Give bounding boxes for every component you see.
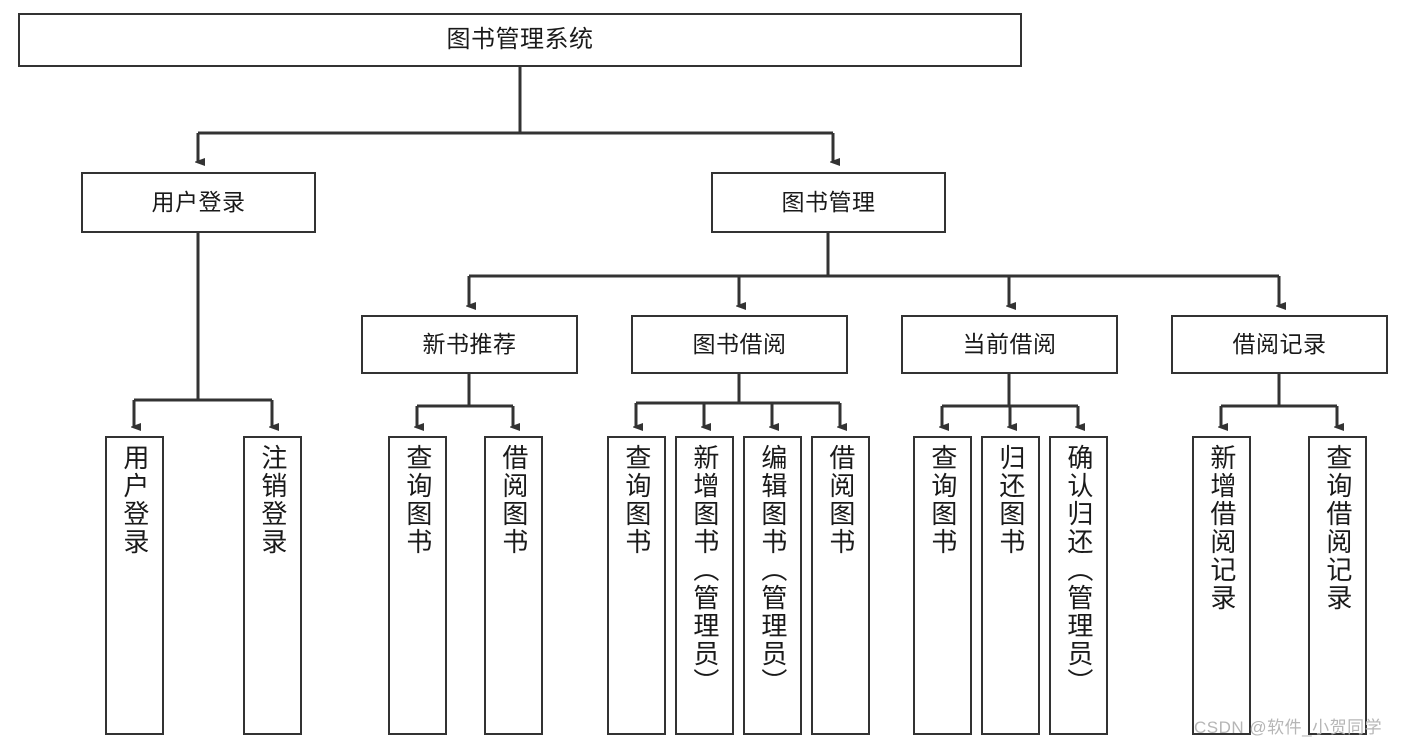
node-label: 借阅图书 [498, 444, 529, 556]
node-root-system[interactable]: 图书管理系统 [18, 13, 1022, 67]
node-label: 图书借阅 [692, 330, 787, 357]
node-label: 查询借阅记录 [1322, 444, 1353, 612]
leaf-user-login-signin[interactable]: 用户登录 [105, 436, 164, 735]
leaf-current-confirm-return-admin[interactable]: 确认归还（管理员） [1049, 436, 1108, 735]
node-label: 查询图书 [927, 444, 958, 556]
leaf-current-return-book[interactable]: 归还图书 [981, 436, 1040, 735]
leaf-borrow-borrow-book[interactable]: 借阅图书 [811, 436, 870, 735]
node-label: 用户登录 [151, 188, 246, 215]
node-current-borrow[interactable]: 当前借阅 [901, 315, 1118, 374]
leaf-record-add-record[interactable]: 新增借阅记录 [1192, 436, 1251, 735]
node-label: 查询图书 [402, 444, 433, 556]
node-label: 借阅记录 [1232, 330, 1327, 357]
node-label: 注销登录 [257, 444, 288, 556]
node-label: 借阅图书 [825, 444, 856, 556]
node-label: 新增图书（管理员） [689, 444, 720, 696]
node-label: 编辑图书（管理员） [757, 444, 788, 696]
node-new-book-recommend[interactable]: 新书推荐 [361, 315, 578, 374]
node-label: 图书管理系统 [446, 25, 594, 53]
leaf-borrow-add-book-admin[interactable]: 新增图书（管理员） [675, 436, 734, 735]
leaf-record-query-record[interactable]: 查询借阅记录 [1308, 436, 1367, 735]
watermark-text: CSDN @软件_小贺同学 [1194, 718, 1383, 737]
node-borrow-record[interactable]: 借阅记录 [1171, 315, 1388, 374]
node-label: 新增借阅记录 [1206, 444, 1237, 612]
node-label: 查询图书 [621, 444, 652, 556]
node-book-management[interactable]: 图书管理 [711, 172, 946, 233]
leaf-recommend-query-book[interactable]: 查询图书 [388, 436, 447, 735]
node-book-borrow[interactable]: 图书借阅 [631, 315, 848, 374]
node-label: 新书推荐 [422, 330, 517, 357]
leaf-recommend-borrow-book[interactable]: 借阅图书 [484, 436, 543, 735]
node-user-login[interactable]: 用户登录 [81, 172, 316, 233]
leaf-borrow-query-book[interactable]: 查询图书 [607, 436, 666, 735]
node-label: 归还图书 [995, 444, 1026, 556]
node-label: 当前借阅 [962, 330, 1057, 357]
leaf-user-login-signout[interactable]: 注销登录 [243, 436, 302, 735]
leaf-current-query-book[interactable]: 查询图书 [913, 436, 972, 735]
node-label: 用户登录 [119, 444, 150, 556]
node-label: 确认归还（管理员） [1063, 444, 1094, 696]
leaf-borrow-edit-book-admin[interactable]: 编辑图书（管理员） [743, 436, 802, 735]
node-label: 图书管理 [781, 188, 876, 215]
